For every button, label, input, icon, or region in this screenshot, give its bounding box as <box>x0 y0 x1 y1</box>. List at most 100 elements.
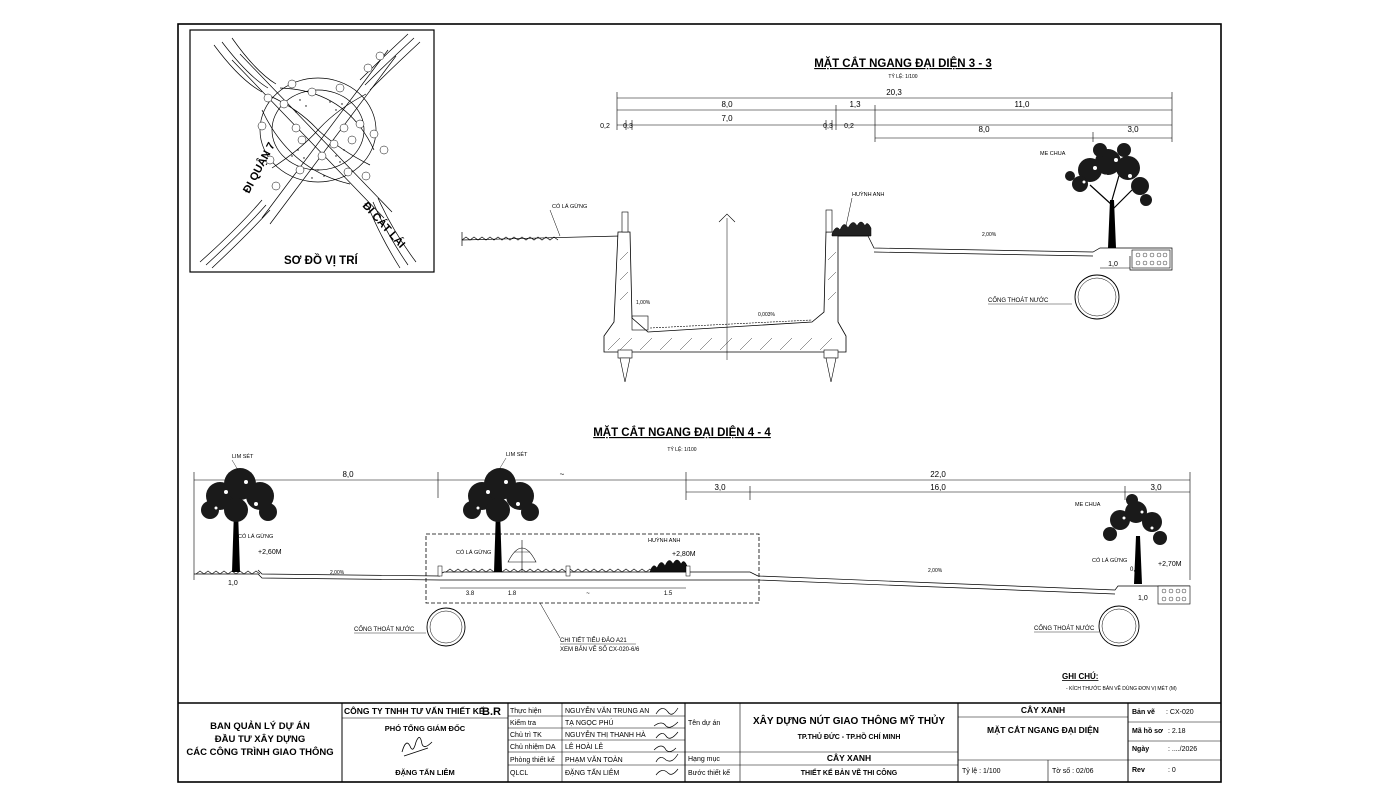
label-44-tree1: LIM SÉT <box>232 453 254 460</box>
dir-right-label: ĐI CÁT LÁI <box>360 199 408 250</box>
step-value: THIẾT KẾ BẢN VẼ THI CÔNG <box>801 767 898 777</box>
section-44-dim-lines <box>193 472 1191 580</box>
rev-value: : 0 <box>1168 767 1176 774</box>
role-name-3: LÊ HOÀI LÊ <box>565 742 603 751</box>
section-44-title: MẶT CẮT NGANG ĐẠI DIỆN 4 - 4 <box>593 426 771 439</box>
dim-44-d: 3,0 <box>714 483 726 492</box>
section-33-curb-box <box>1131 249 1171 269</box>
sheet-border <box>177 23 1222 783</box>
section-44-small-tree <box>507 540 537 572</box>
section-44-detail-box <box>425 533 760 604</box>
company-logo: B.R <box>482 706 501 718</box>
notes-heading: GHI CHÚ: <box>1062 672 1098 681</box>
section-44-tree-mid <box>463 468 539 572</box>
section-4-4: MẶT CẮT NGANG ĐẠI DIỆN 4 - 4 TỶ LỆ: 1/10… <box>193 426 1191 653</box>
label-44-grass-r: CỎ LÁ GỪNG <box>1092 557 1127 564</box>
dim-44-island-c: ~ <box>586 591 590 597</box>
dim-44-f: 3,0 <box>1150 483 1162 492</box>
owner-line2: ĐẦU TƯ XÂY DỰNG <box>215 733 306 745</box>
title-block: BAN QUẢN LÝ DỰ ÁN ĐẦU TƯ XÂY DỰNG CÁC CÔ… <box>178 702 1221 782</box>
deputy-title: PHÓ TỔNG GIÁM ĐỐC <box>385 723 466 733</box>
dim-33-h: 0,2 <box>844 123 854 130</box>
dim-33-total: 20,3 <box>886 88 902 97</box>
role-name-1: TẠ NGỌC PHÚ <box>565 718 614 727</box>
label-33-drain: CỐNG THOÁT NƯỚC <box>988 297 1049 304</box>
label-33-slope3: 2,00% <box>982 232 997 238</box>
section-44-tree-left <box>201 468 277 572</box>
section-33-canal <box>603 231 847 353</box>
section-33-title: MẶT CẮT NGANG ĐẠI DIỆN 3 - 3 <box>814 57 992 70</box>
sheet-number: Tờ số : 02/06 <box>1052 766 1094 775</box>
label-44-detail-2: XEM BẢN VẼ SỐ CX-020-6/6 <box>560 646 640 653</box>
company-name: CÔNG TY TNHH TƯ VẤN THIẾT KẾ <box>344 705 485 716</box>
notes-text: - KÍCH THƯỚC BẢN VẼ DÙNG ĐƠN VỊ MÉT (M) <box>1066 685 1177 692</box>
section-33-tree <box>1065 143 1152 248</box>
dim-44-small-b: 1,0 <box>1138 595 1148 602</box>
ban-ve-value: : CX-020 <box>1166 709 1194 716</box>
section-33-flower-bed <box>831 221 872 237</box>
label-44-tree3: ME CHUA <box>1075 502 1101 508</box>
dim-44-small-c: 0,5 <box>1130 567 1139 573</box>
dim-33-b: 1,3 <box>849 100 861 109</box>
role-name-4: PHẠM VĂN TOÀN <box>565 755 623 764</box>
dim-33-c: 11,0 <box>1015 100 1031 109</box>
role-name-5: ĐẶNG TẤN LIÊM <box>565 767 619 777</box>
level-44-b: +2,80M <box>672 551 696 558</box>
location-map-title: SƠ ĐỒ VỊ TRÍ <box>284 254 359 267</box>
drawing-title-1: CÂY XANH <box>1021 704 1065 715</box>
section-33-hatch <box>607 251 837 351</box>
location-map-frame <box>189 29 435 273</box>
scale-text: Tỷ lệ : 1/100 <box>962 768 1001 775</box>
label-33-slope2: 0,003% <box>758 312 776 318</box>
section-44-island-grass <box>445 568 655 573</box>
section-33-scale: TỶ LỆ: 1/100 <box>888 72 917 80</box>
drawing-title-2: MẶT CẮT NGANG ĐẠI DIỆN <box>987 724 1099 735</box>
dim-33-e: 0,3 <box>623 123 633 130</box>
dim-33-g: 0,3 <box>823 123 833 130</box>
ban-ve-label: Bản vẽ <box>1132 709 1155 716</box>
role-signatures <box>653 707 679 776</box>
level-44-c: +2,70M <box>1158 561 1182 568</box>
dim-33-bottom: 1,0 <box>1108 261 1118 268</box>
role-0: Thực hiện <box>510 708 542 715</box>
dim-44-b: ~ <box>560 470 565 479</box>
dim-33-a: 8,0 <box>721 100 733 109</box>
dim-44-island-a: 3.8 <box>466 591 475 597</box>
notes: GHI CHÚ: - KÍCH THƯỚC BẢN VẼ DÙNG ĐƠN VỊ… <box>1062 672 1177 692</box>
step-label: Bước thiết kế <box>688 768 730 777</box>
item-label: Hạng mục <box>688 756 720 763</box>
role-name-0: NGUYỄN VĂN TRUNG AN <box>565 706 649 715</box>
label-44-grass-l: CỎ LÁ GỪNG <box>238 533 273 540</box>
label-44-tree2: LIM SÉT <box>506 451 528 458</box>
section-44-road <box>194 569 1190 595</box>
dim-44-small-a: 1,0 <box>228 580 238 587</box>
ngay-label: Ngày <box>1132 746 1149 753</box>
dim-33-j: 3,0 <box>1127 125 1139 134</box>
role-4: Phòng thiết kế <box>510 755 555 764</box>
dim-44-island-b: 1.8 <box>508 591 517 597</box>
section-44-curb-box <box>1157 585 1191 605</box>
owner-line3: CÁC CÔNG TRÌNH GIAO THÔNG <box>186 746 333 758</box>
label-44-flower: HUỲNH ANH <box>648 537 680 544</box>
label-33-slope1: 1,00% <box>636 300 651 306</box>
project-label: Tên dự án <box>688 720 720 727</box>
dim-33-d: 0,2 <box>600 123 610 130</box>
location-map-nodes <box>257 51 389 191</box>
section-44-tree-right <box>1103 494 1167 584</box>
rev-label: Rev <box>1132 767 1145 774</box>
ngay-value: : ..../2026 <box>1168 746 1197 753</box>
project-location: TP.THỦ ĐỨC - TP.HỒ CHÍ MINH <box>798 731 901 741</box>
section-3-3: MẶT CẮT NGANG ĐẠI DIỆN 3 - 3 TỶ LỆ: 1/10… <box>461 57 1173 383</box>
section-33-dim-lines <box>616 92 1173 142</box>
dim-44-c: 22,0 <box>930 470 946 479</box>
dim-44-island-d: 1.5 <box>664 591 673 597</box>
role-2: Chủ trì TK <box>510 731 542 739</box>
section-44-left-grass <box>195 570 261 575</box>
label-33-flower: HUỲNH ANH <box>852 191 884 198</box>
dim-44-e: 16,0 <box>930 483 946 492</box>
deputy-name: ĐẶNG TẤN LIÊM <box>395 767 455 777</box>
label-44-drain-l: CỐNG THOÁT NƯỚC <box>354 626 415 633</box>
section-33-right-road <box>838 235 1173 271</box>
section-33-left-ground <box>461 232 621 246</box>
